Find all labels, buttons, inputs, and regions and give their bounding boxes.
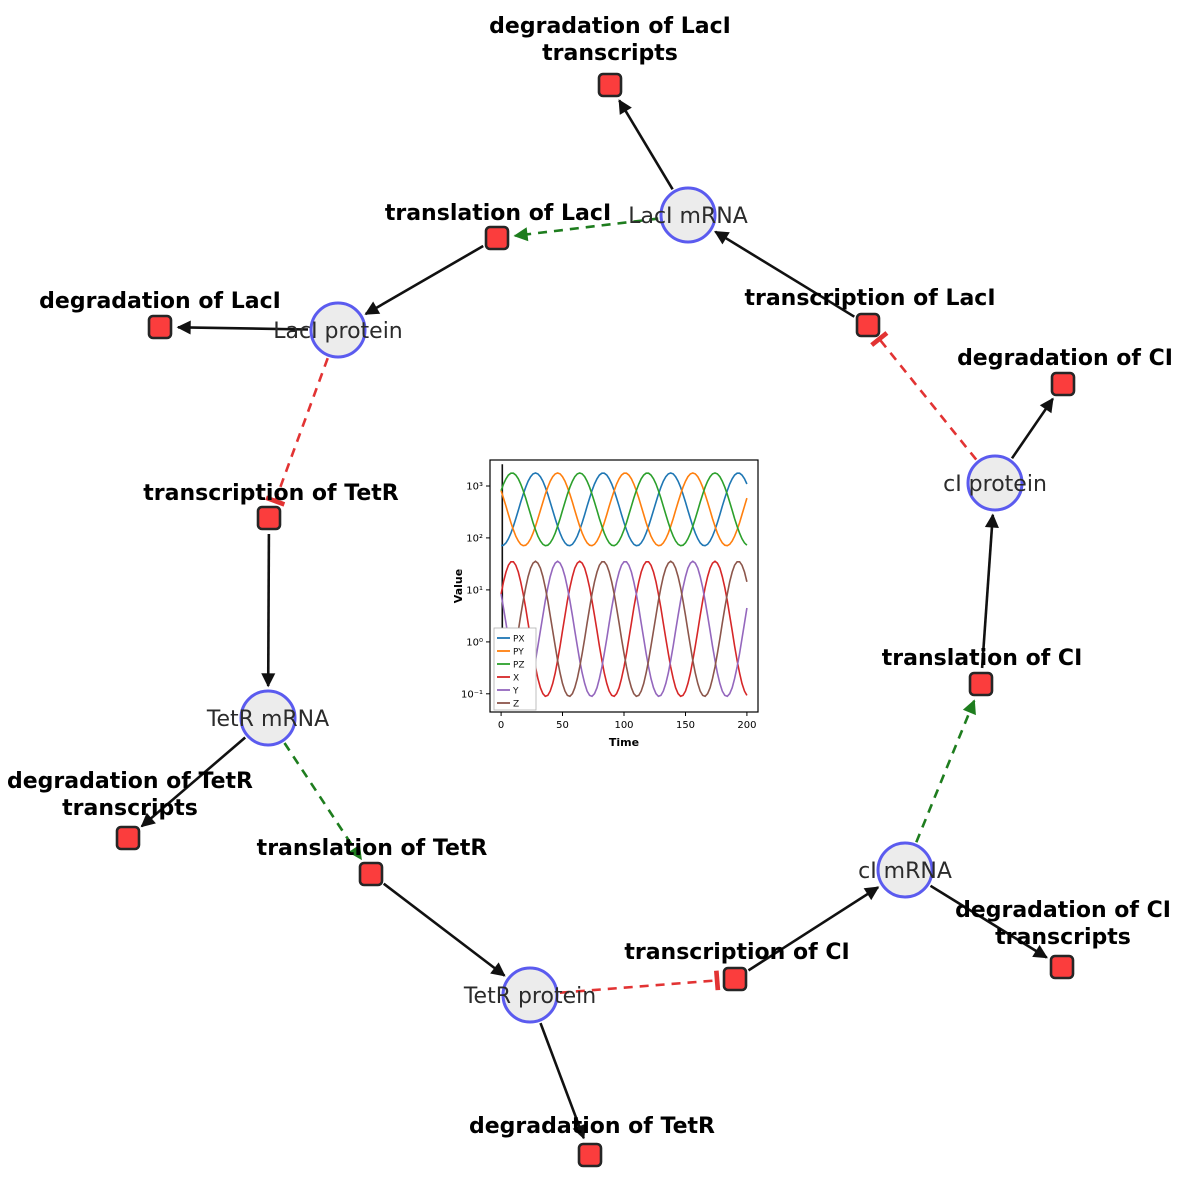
edge-ci_protein-transc_laci	[870, 331, 978, 461]
x-tick-label: 200	[737, 720, 756, 731]
edge-tetr_protein-transc_ci	[559, 970, 721, 994]
reaction-node-transl_tetr	[358, 861, 384, 887]
x-tick-label: 0	[498, 720, 504, 731]
species-node-tetr_mrna	[239, 689, 297, 747]
edge-ci_mrna-transl_ci	[915, 699, 976, 843]
edge-laci_mrna-transl_laci	[513, 217, 659, 242]
reaction-label-transl_ci: translation of CI	[882, 646, 1083, 671]
legend-label-PX: PX	[513, 635, 525, 645]
edge-tetr_mrna-transl_tetr	[283, 742, 363, 861]
series-PX	[500, 472, 748, 547]
edge-laci_mrna-deg_laci_tx	[618, 99, 674, 190]
legend-label-X: X	[513, 674, 519, 684]
series-Y	[500, 560, 748, 698]
species-label-ci_protein: cI protein	[943, 472, 1047, 497]
reaction-node-deg_laci_tx	[597, 72, 623, 98]
reaction-label-deg_ci_tx: degradation of CI	[955, 898, 1171, 923]
species-label-laci_mrna: LacI mRNA	[628, 204, 748, 229]
species-label-ci_mrna: cI mRNA	[858, 859, 952, 884]
y-tick-label: 10⁰	[466, 637, 483, 648]
reaction-node-deg_ci	[1050, 371, 1076, 397]
reaction-node-transl_ci	[968, 671, 994, 697]
reaction-node-deg_tetr_tx	[115, 825, 141, 851]
edge-transc_laci-laci_mrna	[714, 230, 855, 318]
legend-label-PY: PY	[513, 648, 524, 658]
x-tick-label: 50	[556, 720, 569, 731]
reaction-label-deg_tetr_tx: degradation of TetR	[7, 769, 253, 794]
reaction-node-deg_tetr	[577, 1142, 603, 1168]
edge-tetr_protein-deg_tetr	[539, 1022, 586, 1140]
edge-laci_protein-deg_laci	[176, 320, 309, 335]
legend-label-PZ: PZ	[513, 661, 525, 671]
reaction-node-transc_ci	[722, 966, 748, 992]
edge-transl_ci-ci_protein	[980, 513, 999, 669]
species-label-laci_protein: LacI protein	[273, 319, 403, 344]
species-node-laci_protein	[309, 301, 367, 359]
y-tick-label: 10²	[466, 533, 483, 544]
reaction-label-transc_laci: transcription of LacI	[744, 286, 995, 311]
edge-tetr_mrna-deg_tetr_tx	[140, 736, 247, 828]
y-tick-label: 10³	[466, 482, 483, 493]
chart-legend	[493, 627, 537, 711]
reaction-label-transl_tetr: translation of TetR	[257, 836, 488, 861]
y-tick-label: 10¹	[466, 585, 483, 596]
reaction-node-deg_ci_tx	[1049, 954, 1075, 980]
series-Z	[500, 560, 748, 698]
species-node-laci_mrna	[659, 186, 717, 244]
series-PY	[500, 472, 748, 547]
reaction-node-deg_laci	[147, 314, 173, 340]
edge-transl_laci-laci_protein	[364, 244, 484, 316]
chart-xlabel: Time	[609, 736, 639, 749]
reaction-node-transl_laci	[484, 225, 510, 251]
species-label-tetr_mrna: TetR mRNA	[206, 707, 329, 732]
reaction-label-deg_tetr_tx: transcripts	[62, 796, 198, 821]
edge-ci_mrna-deg_ci_tx	[929, 884, 1048, 959]
legend-label-Z: Z	[513, 700, 519, 710]
reaction-label-transl_laci: translation of LacI	[385, 201, 611, 226]
x-tick-label: 150	[676, 720, 695, 731]
reaction-label-transc_ci: transcription of CI	[624, 940, 849, 965]
edge-transc_tetr-tetr_mrna	[261, 533, 276, 688]
species-node-ci_mrna	[876, 841, 934, 899]
species-label-tetr_protein: TetR protein	[463, 984, 596, 1009]
reaction-label-transc_tetr: transcription of TetR	[143, 481, 399, 506]
reaction-label-deg_ci: degradation of CI	[957, 346, 1173, 371]
y-tick-label: 10⁻¹	[461, 689, 483, 700]
reaction-node-transc_tetr	[256, 505, 282, 531]
species-node-tetr_protein	[501, 966, 559, 1024]
x-tick-label: 100	[614, 720, 633, 731]
edge-laci_protein-transc_tetr	[265, 357, 329, 507]
series-X	[500, 560, 748, 698]
legend-label-Y: Y	[512, 687, 519, 697]
reaction-label-deg_ci_tx: transcripts	[995, 925, 1131, 950]
edge-transl_tetr-tetr_protein	[382, 882, 506, 977]
reaction-label-deg_laci_tx: transcripts	[542, 41, 678, 66]
edge-transc_ci-ci_mrna	[747, 886, 880, 972]
chart-ylabel: Value	[452, 569, 465, 603]
reaction-node-transc_laci	[855, 312, 881, 338]
reaction-label-deg_laci: degradation of LacI	[39, 289, 281, 314]
species-node-ci_protein	[966, 454, 1024, 512]
reaction-label-deg_tetr: degradation of TetR	[469, 1114, 715, 1139]
reaction-label-deg_laci_tx: degradation of LacI	[489, 14, 731, 39]
series-PZ	[500, 472, 748, 547]
edge-ci_protein-deg_ci	[1010, 397, 1054, 460]
